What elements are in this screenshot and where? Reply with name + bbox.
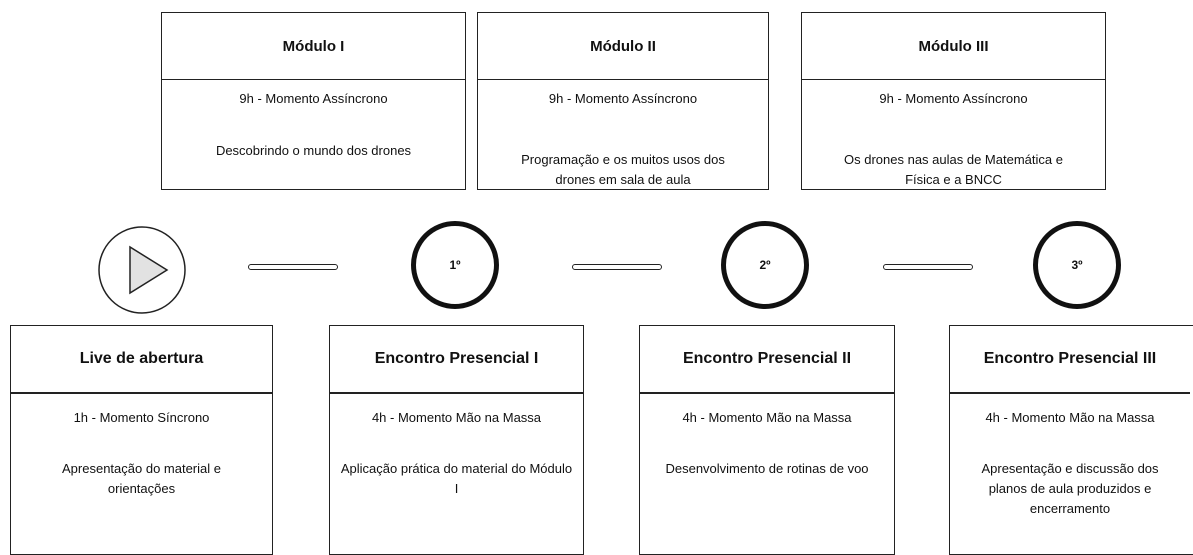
event-description: Desenvolvimento de rotinas de voo	[665, 461, 869, 476]
module-description: Programação e os muitos usos dos drones …	[521, 152, 725, 187]
module-time: 9h - Momento Assíncrono	[548, 91, 698, 106]
event-time: 1h - Momento Síncrono	[73, 410, 210, 425]
play-icon	[98, 226, 186, 314]
step-2-circle: 2º	[721, 221, 809, 309]
module-title: Módulo III	[802, 13, 1105, 80]
timeline-connector	[883, 264, 973, 270]
event-time: 4h - Momento Mão na Massa	[682, 410, 852, 425]
event-card-presencial-1: Encontro Presencial I 4h - Momento Mão n…	[329, 325, 584, 555]
event-title: Encontro Presencial III	[950, 326, 1190, 394]
module-time: 9h - Momento Assíncrono	[239, 91, 388, 106]
module-description: Os drones nas aulas de Matemática e Físi…	[844, 152, 1063, 187]
event-description: Aplicação prática do material do Módulo …	[340, 461, 573, 496]
module-card-3: Módulo III 9h - Momento Assíncrono Os dr…	[801, 12, 1106, 190]
event-title: Live de abertura	[11, 326, 272, 394]
event-card-presencial-3: Encontro Presencial III 4h - Momento Mão…	[949, 325, 1193, 555]
event-card-live: Live de abertura 1h - Momento Síncrono A…	[10, 325, 273, 555]
step-3-circle: 3º	[1033, 221, 1121, 309]
timeline-connector	[572, 264, 662, 270]
module-card-2: Módulo II 9h - Momento Assíncrono Progra…	[477, 12, 769, 190]
event-title: Encontro Presencial II	[640, 326, 894, 394]
module-title: Módulo I	[162, 13, 465, 80]
event-time: 4h - Momento Mão na Massa	[985, 410, 1155, 425]
module-card-1: Módulo I 9h - Momento Assíncrono Descobr…	[161, 12, 466, 190]
module-title: Módulo II	[478, 13, 768, 80]
step-1-circle: 1º	[411, 221, 499, 309]
event-time: 4h - Momento Mão na Massa	[371, 410, 542, 425]
event-title: Encontro Presencial I	[330, 326, 583, 394]
event-description: Apresentação e discussão dos planos de a…	[981, 461, 1159, 516]
event-card-presencial-2: Encontro Presencial II 4h - Momento Mão …	[639, 325, 895, 555]
module-description: Descobrindo o mundo dos drones	[215, 143, 412, 158]
event-description: Apresentação do material e orientações	[62, 461, 221, 496]
timeline-connector	[248, 264, 338, 270]
module-time: 9h - Momento Assíncrono	[879, 91, 1028, 106]
